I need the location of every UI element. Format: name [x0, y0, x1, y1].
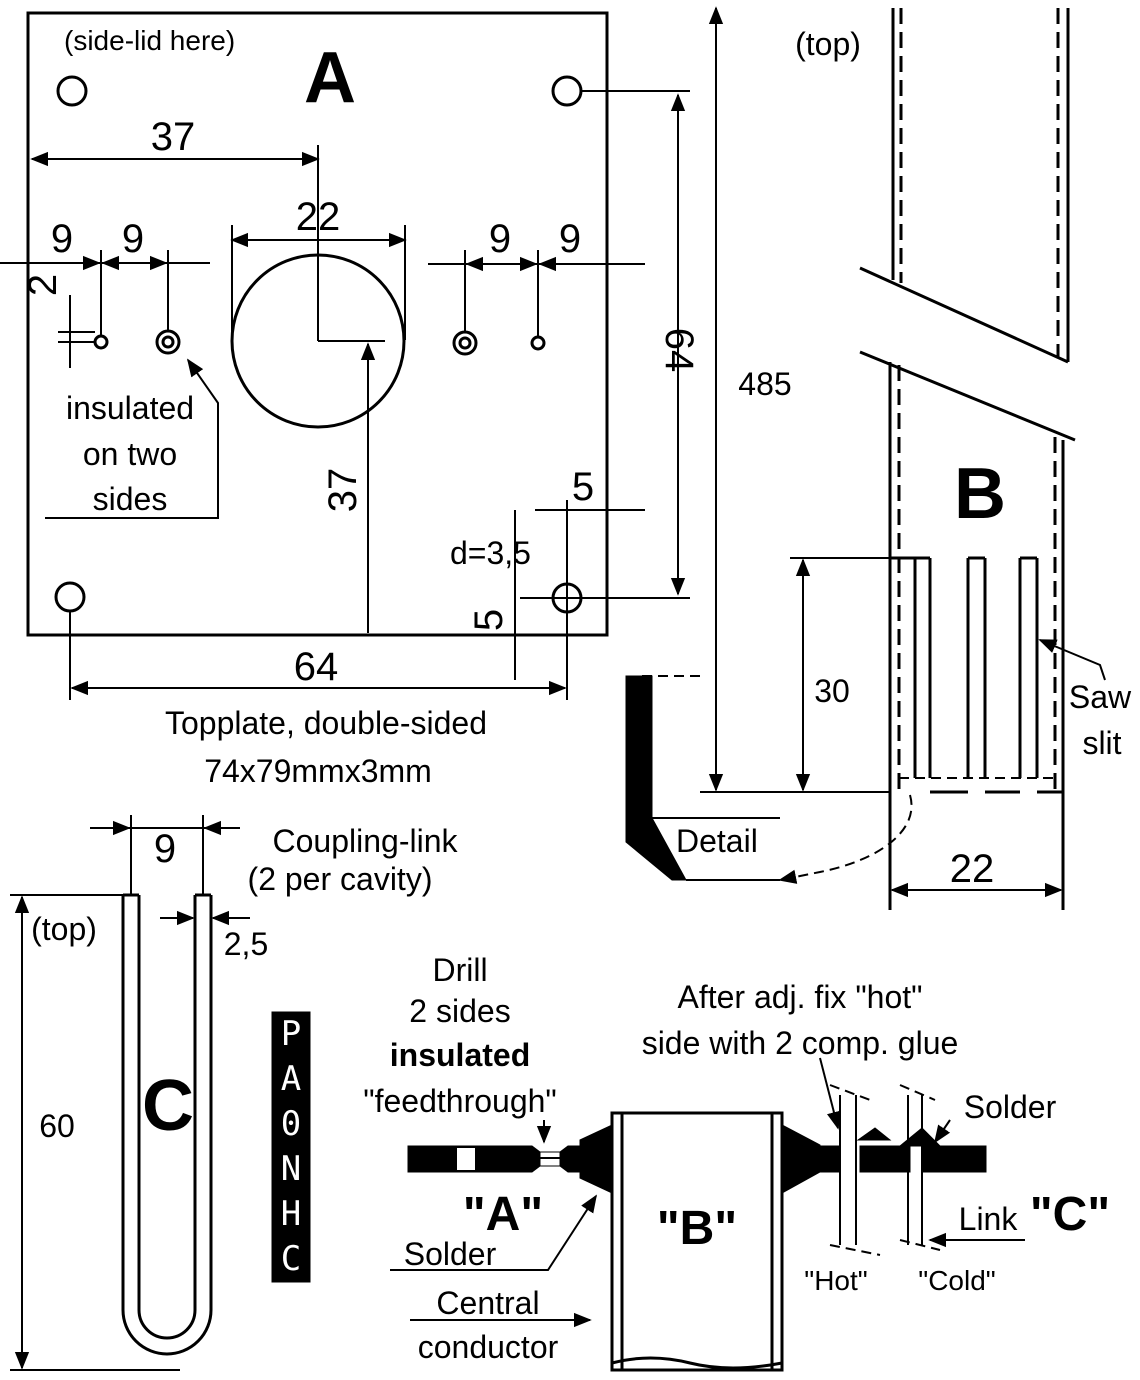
link-top-label: (top) [31, 911, 97, 947]
central-conductor-label-1: Central [436, 1285, 539, 1321]
solder-label-left: Solder [404, 1236, 497, 1272]
saw-slit-label-1: Saw [1069, 679, 1132, 715]
dim-64-vertical: 64 [657, 328, 701, 373]
dim-9-left-1: 9 [51, 217, 73, 261]
dim-2-5: 2,5 [224, 926, 268, 962]
drill-label-2: 2 sides [409, 993, 510, 1029]
topplate-caption: Topplate, double-sided [165, 705, 487, 741]
after-adjust-note-2: side with 2 comp. glue [642, 1025, 959, 1061]
callsign-char: 0 [281, 1104, 301, 1144]
label-a: "A" [463, 1188, 543, 1241]
cold-label: "Cold" [918, 1265, 995, 1296]
dim-60: 60 [39, 1108, 75, 1144]
link-hole-left [93, 334, 109, 350]
detail-label: Detail [676, 823, 758, 859]
dim-22: 22 [296, 195, 341, 239]
solder-label-right: Solder [964, 1089, 1057, 1125]
after-adjust-note-1: After adj. fix "hot" [677, 979, 922, 1015]
drill-label-1: Drill [432, 952, 487, 988]
dim-64-horizontal: 64 [294, 645, 339, 689]
insulated-note-2: on two [83, 436, 177, 472]
tube-b-section [610, 1111, 784, 1372]
dim-9-link: 9 [154, 827, 176, 871]
dim-5-top: 5 [572, 465, 594, 509]
dim-30: 30 [814, 673, 850, 709]
insulated-note-1: insulated [66, 390, 194, 426]
part-b-tube: B (top) 485 30 22 Saw slit Detail [625, 6, 1132, 910]
corner-hole-tl [56, 75, 88, 107]
label-b: "B" [657, 1202, 737, 1255]
insulated-hole-right [452, 330, 478, 356]
part-a-topplate: A (side-lid here) 37 22 9 9 9 9 2 64 37 … [0, 11, 701, 789]
dim-22-tube: 22 [950, 847, 995, 891]
dim-5-side: 5 [467, 609, 511, 631]
coupling-link-count: (2 per cavity) [248, 861, 433, 897]
dim-485: 485 [738, 366, 791, 402]
dim-9-left-2: 9 [122, 217, 144, 261]
link-hole-right [530, 335, 546, 351]
plate-outline [26, 11, 609, 637]
callsign-background [271, 1011, 311, 1283]
drill-label-4: "feedthrough" [363, 1083, 557, 1119]
callsign-char: N [281, 1149, 301, 1189]
part-c-letter: C [142, 1066, 194, 1146]
central-conductor-label-2: conductor [418, 1329, 559, 1365]
dim-2: 2 [21, 274, 65, 296]
assembly-cross-section: Drill 2 sides insulated "feedthrough" Af… [363, 952, 1110, 1372]
insulated-hole-left [155, 329, 181, 355]
dim-diameter: d=3,5 [450, 535, 531, 571]
coupling-link-title: Coupling-link [273, 823, 459, 859]
saw-slit-label-2: slit [1082, 725, 1121, 761]
hot-label: "Hot" [804, 1265, 867, 1296]
callsign-badge: P A 0 N H C [271, 1011, 311, 1283]
insulated-note-3: sides [93, 481, 168, 517]
link-outer [121, 895, 213, 1356]
callsign-char: C [281, 1239, 301, 1279]
part-b-letter: B [954, 454, 1006, 534]
part-c-coupling-link: C (top) 9 2,5 60 Coupling-link (2 per ca… [10, 815, 459, 1371]
dim-37-top: 37 [151, 115, 196, 159]
corner-hole-bl [54, 581, 86, 613]
topplate-size: 74x79mmx3mm [204, 753, 432, 789]
side-lid-label: (side-lid here) [64, 25, 235, 56]
callsign-char: H [281, 1194, 301, 1234]
callsign-char: A [281, 1059, 301, 1099]
callsign-char: P [281, 1014, 301, 1054]
dim-9-right-1: 9 [489, 217, 511, 261]
label-c: "C" [1030, 1188, 1110, 1241]
drill-label-3: insulated [390, 1037, 530, 1073]
tube-top-label: (top) [795, 26, 861, 62]
dim-37-vertical: 37 [321, 468, 365, 513]
link-label: Link [959, 1201, 1019, 1237]
dim-9-right-2: 9 [559, 217, 581, 261]
corner-hole-tr [551, 75, 583, 107]
link-inner [137, 895, 197, 1340]
part-a-letter: A [304, 38, 356, 118]
